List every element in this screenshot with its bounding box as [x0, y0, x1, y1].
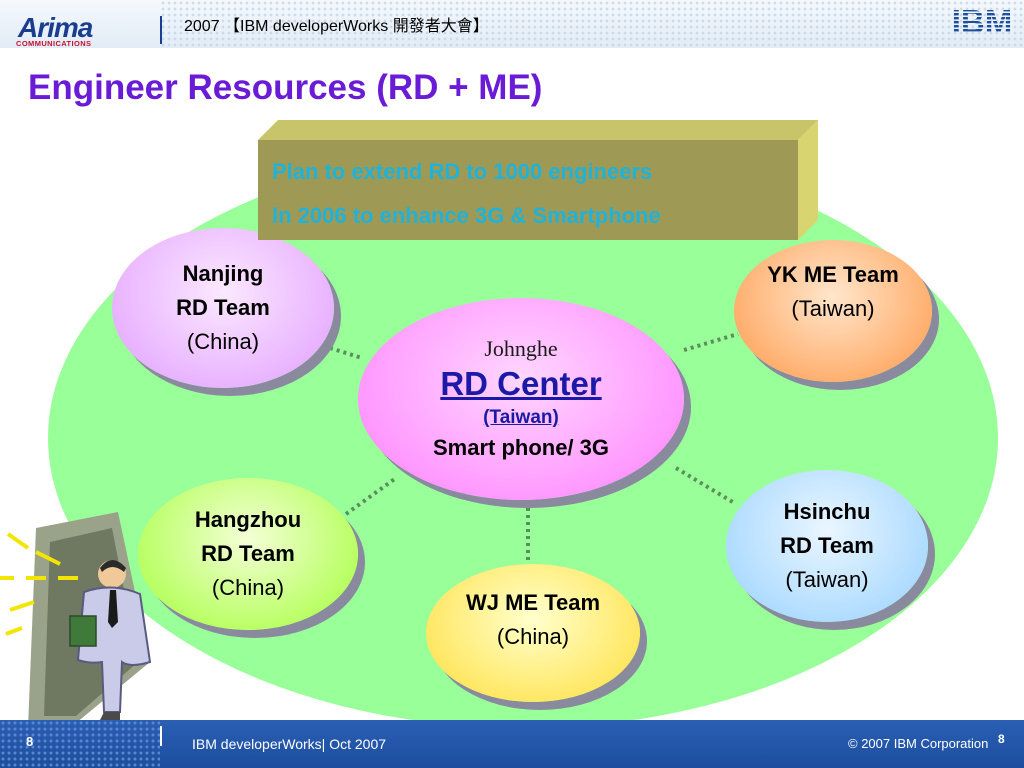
header-title: 2007 【IBM developerWorks 開發者大會】 — [184, 18, 489, 35]
footer-event: IBM developerWorks| Oct 2007 — [192, 736, 387, 752]
bubble-hsinchu-rd-team: Hsinchu RD Team (Taiwan) — [726, 470, 928, 622]
hangzhou-line2: RD Team — [201, 541, 295, 566]
plan-box-front — [258, 140, 798, 240]
center-line1: Johnghe — [484, 336, 558, 361]
wj-line1: WJ ME Team — [465, 590, 601, 615]
footer-bar: 8 IBM developerWorks| Oct 2007 © 2007 IB… — [0, 720, 1024, 768]
yk-line1: YK ME Team — [767, 262, 899, 287]
connector-hangzhou — [344, 476, 398, 516]
businessman-clipart-icon — [0, 512, 152, 728]
hangzhou-line1: Hangzhou — [194, 507, 302, 532]
ibm-logo-text: IBM — [952, 5, 1013, 37]
bubble-yk-me-team: YK ME Team (Taiwan) — [734, 240, 932, 382]
slide-title: Engineer Resources (RD + ME) — [28, 68, 543, 107]
bubble-nanjing-rd-team: Nanjing RD Team (China) — [112, 228, 334, 388]
center-line4: Smart phone/ 3G — [432, 435, 610, 460]
footer-copyright: © 2007 IBM Corporation — [848, 736, 989, 751]
nanjing-line2: RD Team — [176, 295, 270, 320]
plan-box-side — [798, 120, 818, 240]
header-dot-pattern — [160, 0, 1024, 48]
nanjing-line1: Nanjing — [182, 261, 264, 286]
footer-divider — [160, 726, 162, 746]
center-line2: RD Center — [440, 365, 602, 402]
binder — [69, 615, 97, 647]
hangzhou-line3: (China) — [211, 575, 285, 600]
header-bar: Arima COMMUNICATIONS 2007 【IBM developer… — [0, 0, 1024, 48]
logo-name: Arima — [18, 12, 93, 43]
footer-dot-pattern — [0, 720, 160, 768]
hsinchu-line3: (Taiwan) — [785, 567, 869, 592]
bubble-rd-center: Johnghe RD Center (Taiwan) Smart phone/ … — [358, 298, 684, 500]
hsinchu-line2: RD Team — [780, 533, 874, 558]
bubble-hangzhou-rd-team: Hangzhou RD Team (China) — [138, 478, 358, 630]
ibm-logo: IBM — [952, 5, 1013, 37]
connector-nanjing — [329, 346, 363, 360]
tie — [108, 590, 118, 628]
plan-text: Plan to extend RD to 1000 engineers In 2… — [272, 150, 792, 238]
connector-yk — [683, 332, 739, 352]
yk-line2: (Taiwan) — [791, 296, 875, 321]
plan-line1: Plan to extend RD to 1000 engineers — [272, 159, 653, 184]
header-divider — [160, 16, 162, 44]
plan-box — [258, 120, 818, 240]
connector-hsinchu — [674, 466, 738, 506]
footer-slide-number: 8 — [998, 732, 1005, 746]
center-line3: (Taiwan) — [483, 407, 559, 428]
plan-box-top — [258, 120, 818, 140]
light-rays — [0, 532, 78, 636]
wj-line2: (China) — [496, 624, 570, 649]
arima-logo: Arima COMMUNICATIONS — [14, 10, 126, 50]
plan-line2: In 2006 to enhance 3G & Smartphone — [272, 203, 661, 228]
nanjing-line3: (China) — [186, 329, 260, 354]
logo-subtitle: COMMUNICATIONS — [16, 39, 92, 48]
footer-page-number: 8 — [26, 734, 34, 749]
hsinchu-line1: Hsinchu — [783, 499, 871, 524]
bubble-wj-me-team: WJ ME Team (China) — [426, 564, 640, 702]
